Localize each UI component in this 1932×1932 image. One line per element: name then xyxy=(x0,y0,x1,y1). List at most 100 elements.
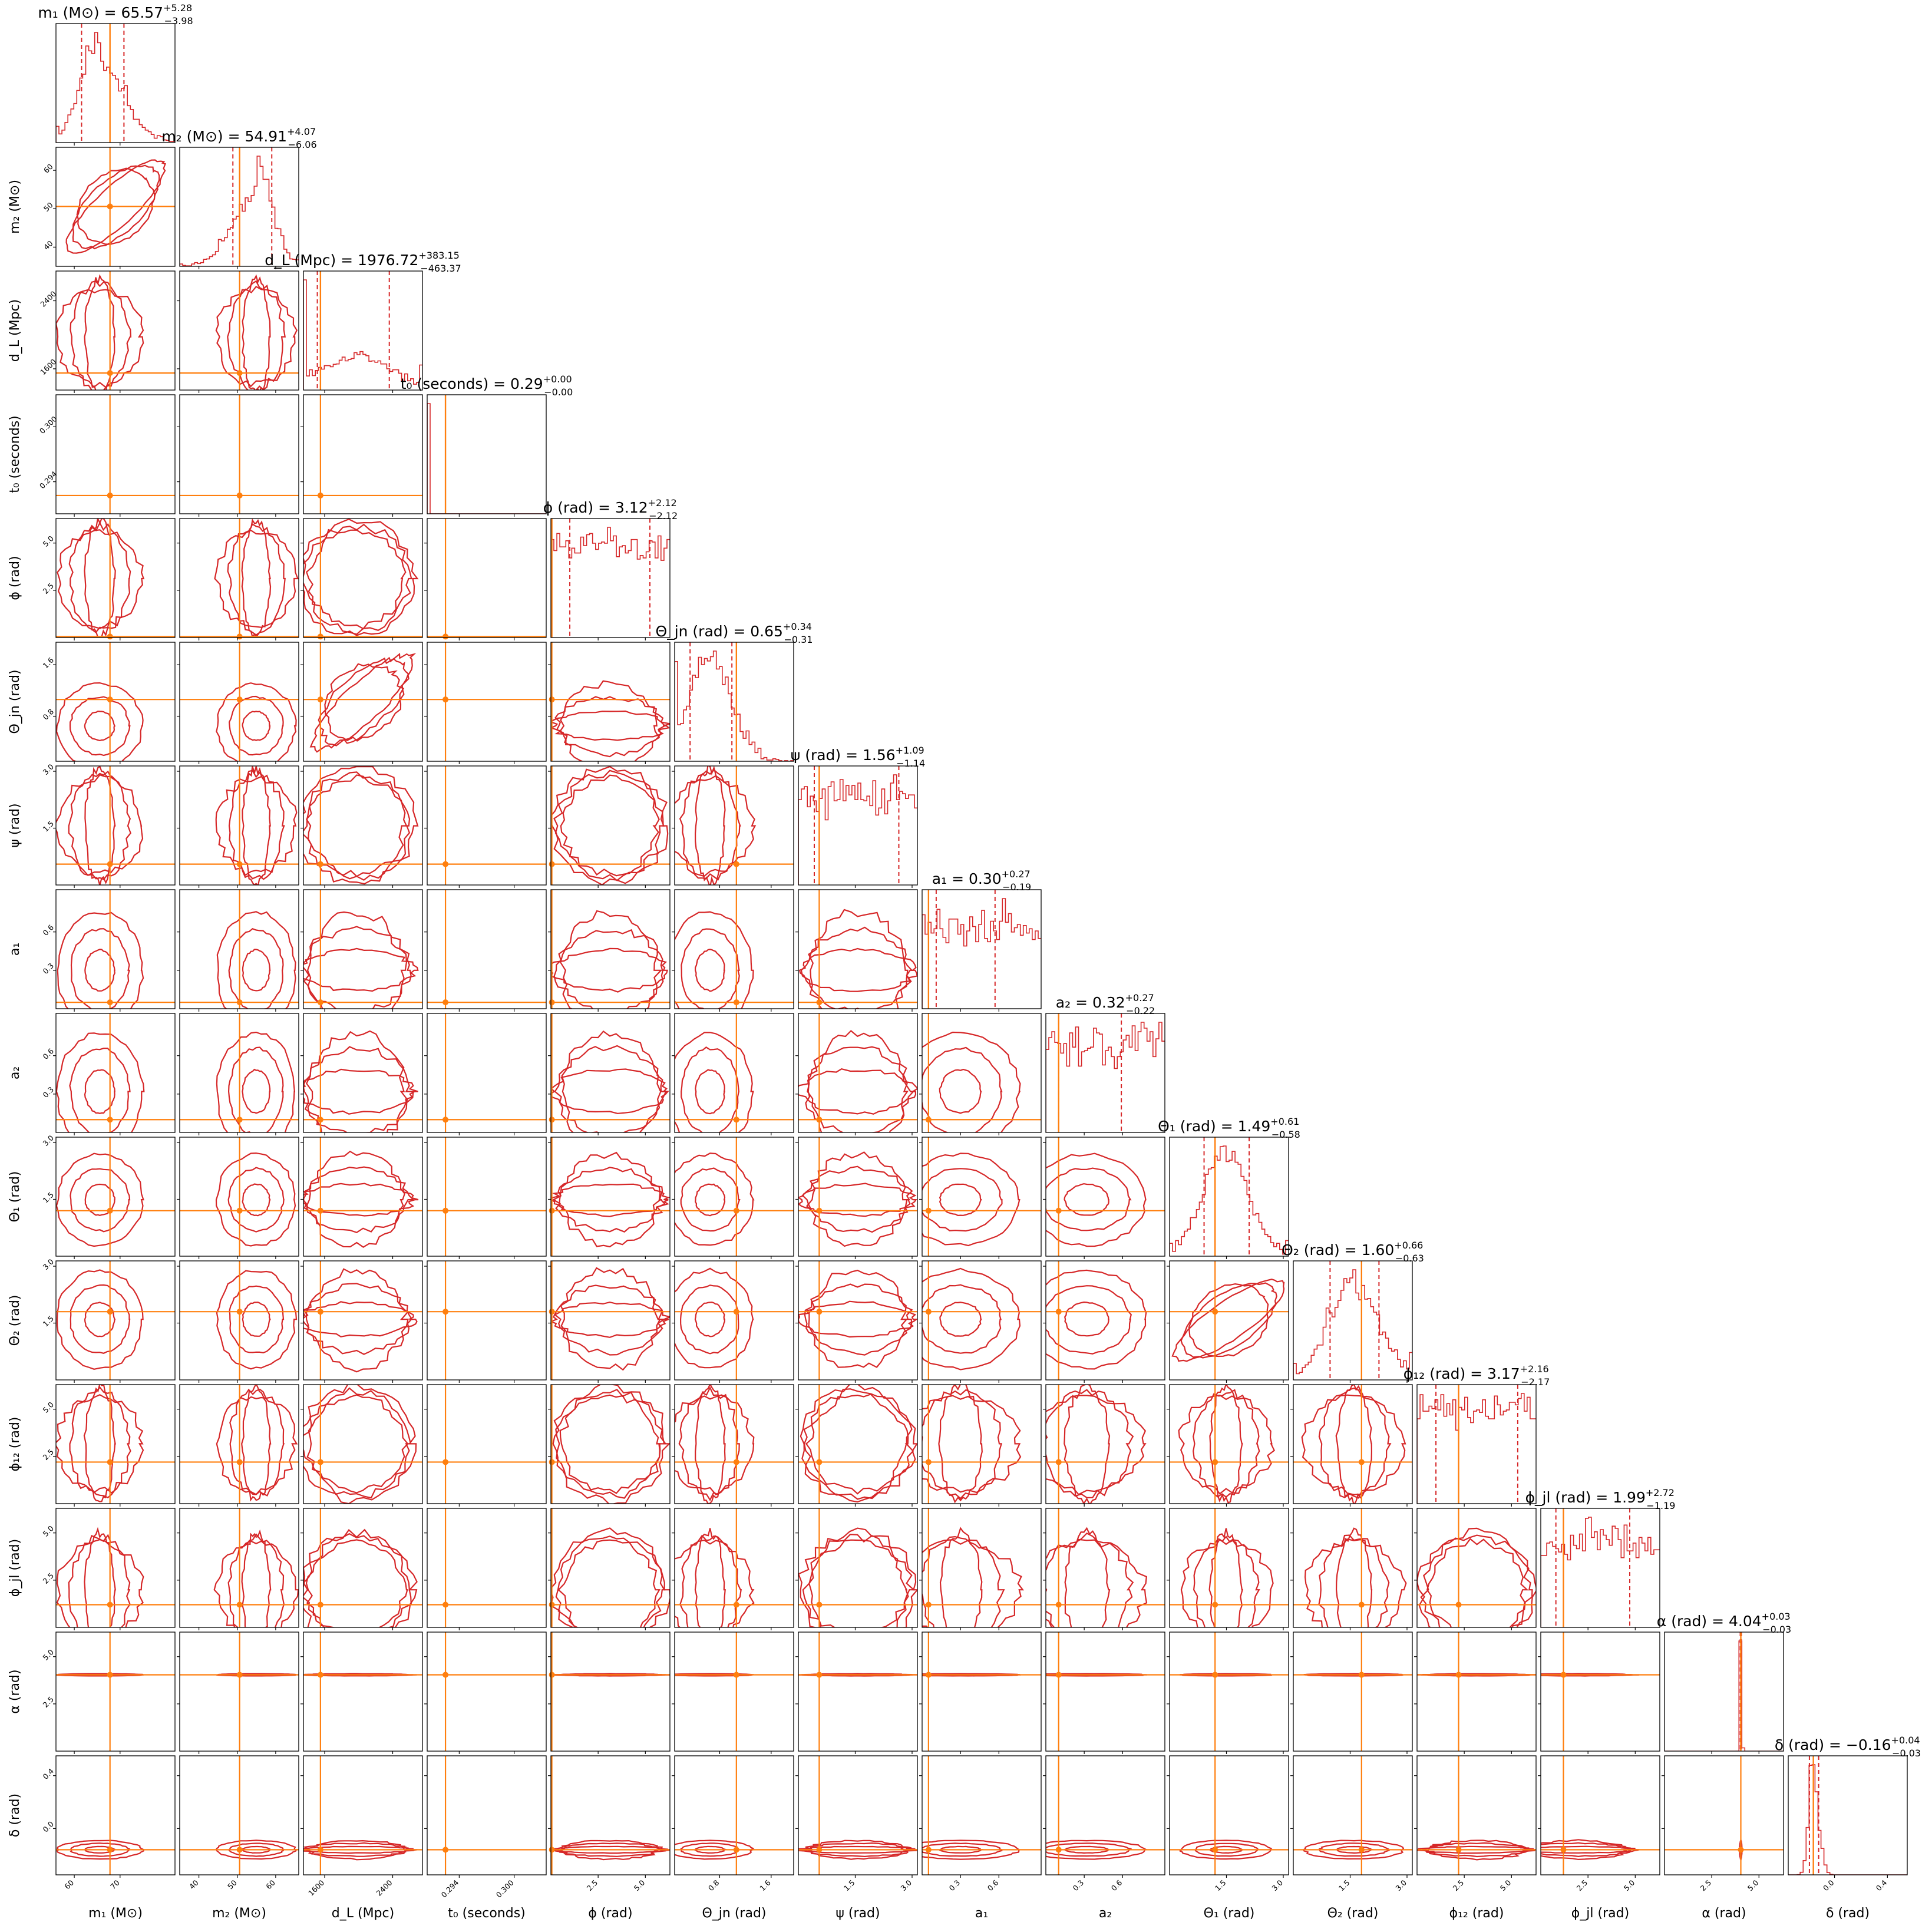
hist-title-theta1: Θ₁ (rad) = 1.49+0.61−0.58 xyxy=(1158,1116,1300,1140)
truth-marker xyxy=(317,633,323,640)
hist-panel-psi: ψ (rad) = 1.56+1.09−1.14 xyxy=(791,745,925,888)
truth-marker xyxy=(442,633,449,640)
axes-frame xyxy=(550,765,671,886)
panel-t0-phi xyxy=(424,518,547,640)
y-tick-label-dL: 1600 xyxy=(38,357,58,377)
axes-frame xyxy=(798,1755,918,1875)
histogram-delta xyxy=(1788,1764,1907,1875)
x-tick-label-delta: 0.4 xyxy=(1874,1878,1889,1893)
contour-theta2-phi12-2 xyxy=(1301,1394,1406,1495)
panel-theta2-phijl xyxy=(1290,1508,1413,1630)
contour-m2-psi-0 xyxy=(242,766,271,885)
axes-frame xyxy=(303,394,423,514)
panel-phi12-phijl xyxy=(1414,1508,1537,1630)
axes-frame xyxy=(550,889,671,1009)
x-tick-label-alpha: 5.0 xyxy=(1746,1878,1761,1893)
contour-phi12-phijl-0 xyxy=(1417,1527,1536,1627)
contour-a1-theta1-2 xyxy=(922,1152,1021,1247)
histogram-dL xyxy=(303,279,422,390)
contour-a1-alpha-2 xyxy=(922,1673,1021,1677)
truth-marker xyxy=(1212,1459,1218,1465)
axes-frame xyxy=(1416,1632,1537,1752)
hist-panel-phi12: ϕ₁₂ (rad) = 3.17+2.16−2.17 xyxy=(1403,1363,1550,1507)
contour-a1-phijl-2 xyxy=(922,1539,1025,1627)
axes-frame xyxy=(303,889,423,1009)
panel-thetajn-phi12 xyxy=(672,1384,794,1507)
contour-m1-a2-1 xyxy=(69,1048,131,1132)
x-tick-label-thetajn: 0.8 xyxy=(706,1878,721,1893)
axes-frame xyxy=(798,1013,918,1133)
panel-thetajn-alpha xyxy=(672,1632,794,1754)
contour-theta2-phijl-2 xyxy=(1304,1538,1407,1627)
axes-frame xyxy=(1169,1260,1289,1381)
axes-frame xyxy=(55,765,176,886)
contour-phi-a1-0 xyxy=(551,947,669,993)
contour-a2-theta1-0 xyxy=(1064,1183,1109,1216)
axes-frame xyxy=(1293,1384,1413,1504)
axes-frame xyxy=(1293,1508,1413,1628)
truth-marker xyxy=(442,1207,449,1214)
panel-a1-theta2 xyxy=(919,1260,1042,1383)
truth-marker xyxy=(236,861,243,867)
contour-thetajn-theta2-1 xyxy=(679,1284,739,1355)
contour-m1-a1-0 xyxy=(84,949,115,992)
contour-a2-phijl-1 xyxy=(1046,1532,1134,1627)
contour-a2-theta2-0 xyxy=(1064,1301,1109,1337)
panel-a2-theta1 xyxy=(1043,1137,1165,1259)
contour-thetajn-theta2-2 xyxy=(675,1267,754,1369)
axes-frame xyxy=(55,394,176,514)
axes-frame xyxy=(550,1384,671,1504)
contour-m2-psi-2 xyxy=(215,775,298,876)
truth-marker xyxy=(442,696,449,703)
truth-marker xyxy=(1055,1601,1062,1608)
x-tick-label-a1: 0.6 xyxy=(986,1878,1000,1893)
contour-m1-phi-1 xyxy=(68,521,131,633)
axes-frame xyxy=(427,394,547,514)
y-tick-label-thetajn: 0.8 xyxy=(41,707,55,722)
contour-m2-phi-1 xyxy=(227,523,286,636)
axes-frame xyxy=(1169,1755,1289,1875)
panel-m2-alpha xyxy=(177,1632,299,1754)
x-tick-label-a2: 0.6 xyxy=(1109,1878,1124,1893)
axes-frame xyxy=(550,1632,671,1752)
contour-phi-a2-0 xyxy=(551,1068,669,1114)
panel-phi-a1 xyxy=(548,889,671,1012)
truth-marker xyxy=(442,1672,449,1678)
x-axis-label-theta2: Θ₂ (rad) xyxy=(1327,1906,1379,1921)
truth-marker xyxy=(442,1601,449,1608)
truth-marker xyxy=(925,1459,932,1465)
x-tick-label-theta1: 1.5 xyxy=(1213,1878,1228,1893)
axes-frame xyxy=(1293,1755,1413,1875)
panel-t0-a2 xyxy=(424,1013,547,1135)
histogram-theta2 xyxy=(1293,1269,1412,1380)
truth-marker xyxy=(236,999,243,1006)
contour-phi-a1-1 xyxy=(553,929,664,1009)
truth-marker xyxy=(1212,1672,1218,1678)
contour-m2-thetajn-2 xyxy=(216,682,297,761)
x-tick-label-m1: 60 xyxy=(62,1878,75,1891)
contour-m1-dL-2 xyxy=(56,289,144,388)
contour-psi-phijl-1 xyxy=(802,1534,916,1627)
contour-m1-psi-0 xyxy=(84,766,116,885)
hist-title-a1: a₁ = 0.30+0.27−0.19 xyxy=(932,868,1031,893)
contour-thetajn-psi-0 xyxy=(694,766,726,885)
contour-dL-psi-0 xyxy=(303,766,419,885)
axes-frame xyxy=(427,1755,547,1875)
contour-m2-phi12-2 xyxy=(216,1396,298,1495)
truth-marker xyxy=(107,1601,113,1608)
contour-psi-a2-1 xyxy=(805,1046,915,1132)
truth-marker xyxy=(317,1601,323,1608)
contour-phi-phijl-1 xyxy=(555,1535,666,1627)
panel-phi-phijl xyxy=(548,1508,671,1630)
hist-panel-thetajn: Θ_jn (rad) = 0.65+0.34−0.31 xyxy=(656,621,813,764)
axes-frame xyxy=(1416,1755,1537,1875)
contour-psi-phijl-2 xyxy=(808,1539,909,1627)
truth-marker xyxy=(1055,1309,1062,1315)
truth-marker xyxy=(1358,1847,1365,1853)
contour-psi-a2-2 xyxy=(807,1030,909,1132)
contour-dL-psi-2 xyxy=(305,774,408,877)
